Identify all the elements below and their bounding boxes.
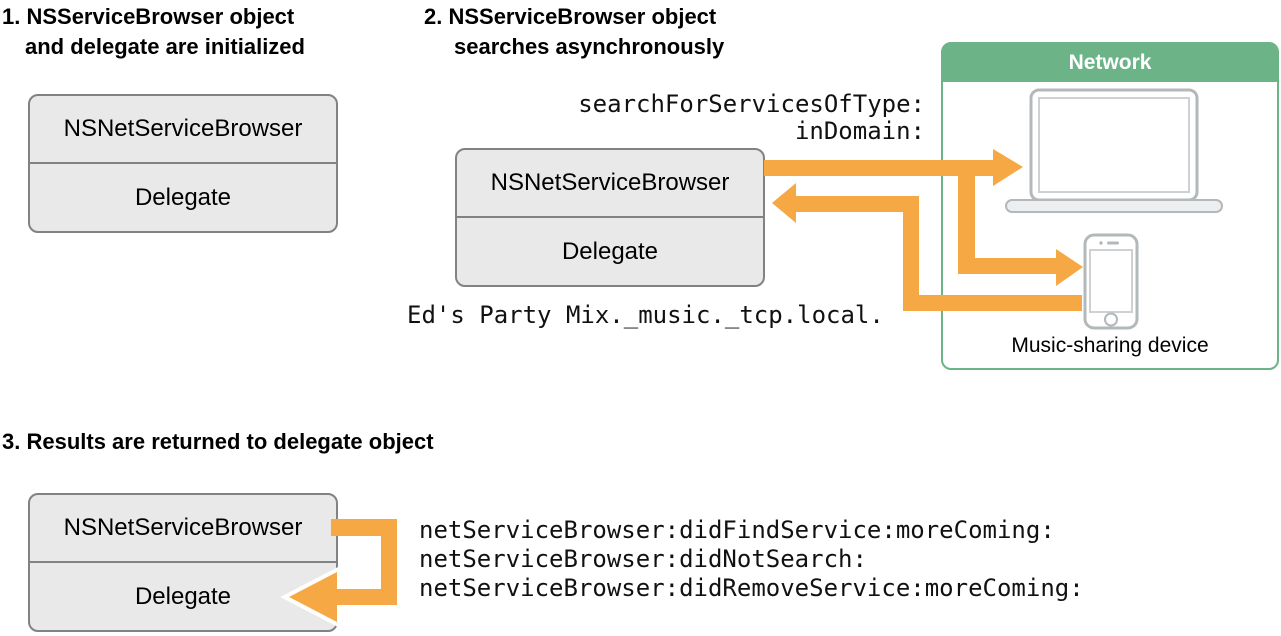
step2-heading: 2. NSServiceBrowser object searches asyn… xyxy=(424,2,724,62)
step2-delegate-cell: Delegate xyxy=(561,237,659,265)
callback-line-2: netServiceBrowser:didNotSearch: xyxy=(419,545,867,573)
search-call-line1: searchForServicesOfType: xyxy=(578,90,925,118)
step2-class-cell: NSNetServiceBrowser xyxy=(457,150,763,218)
step2-heading-line2: searches asynchronously xyxy=(454,34,725,59)
step1-class-cell: NSNetServiceBrowser xyxy=(30,96,336,164)
service-result-text: Ed's Party Mix._music._tcp.local. xyxy=(407,301,884,329)
step1-browser-box: NSNetServiceBrowser Delegate xyxy=(28,94,338,233)
step1-heading-line2: and delegate are initialized xyxy=(25,34,305,59)
step3-class-cell: NSNetServiceBrowser xyxy=(30,495,336,563)
step1-heading-line1: 1. NSServiceBrowser object xyxy=(2,4,295,29)
search-call-text: searchForServicesOfType: inDomain: xyxy=(500,91,925,145)
delegate-callbacks-text: netServiceBrowser:didFindService:moreCom… xyxy=(419,516,1084,603)
music-sharing-device-label: Music-sharing device xyxy=(1011,334,1209,357)
search-call-line2: inDomain: xyxy=(794,117,925,145)
step3-browser-box: NSNetServiceBrowser Delegate xyxy=(28,493,338,632)
network-panel: Network xyxy=(941,42,1279,370)
callback-line-3: netServiceBrowser:didRemoveService:moreC… xyxy=(419,574,1084,602)
step3-heading: 3. Results are returned to delegate obje… xyxy=(2,429,434,454)
step2-heading-line1: 2. NSServiceBrowser object xyxy=(424,4,717,29)
step1-heading: 1. NSServiceBrowser object and delegate … xyxy=(2,2,305,62)
step3-delegate-cell: Delegate xyxy=(134,582,232,610)
arrow-callback-bar xyxy=(331,519,397,605)
callback-line-1: netServiceBrowser:didFindService:moreCom… xyxy=(419,516,1055,544)
step1-delegate-cell: Delegate xyxy=(134,183,232,211)
step2-browser-box: NSNetServiceBrowser Delegate xyxy=(455,148,765,287)
network-panel-header: Network xyxy=(943,44,1277,82)
